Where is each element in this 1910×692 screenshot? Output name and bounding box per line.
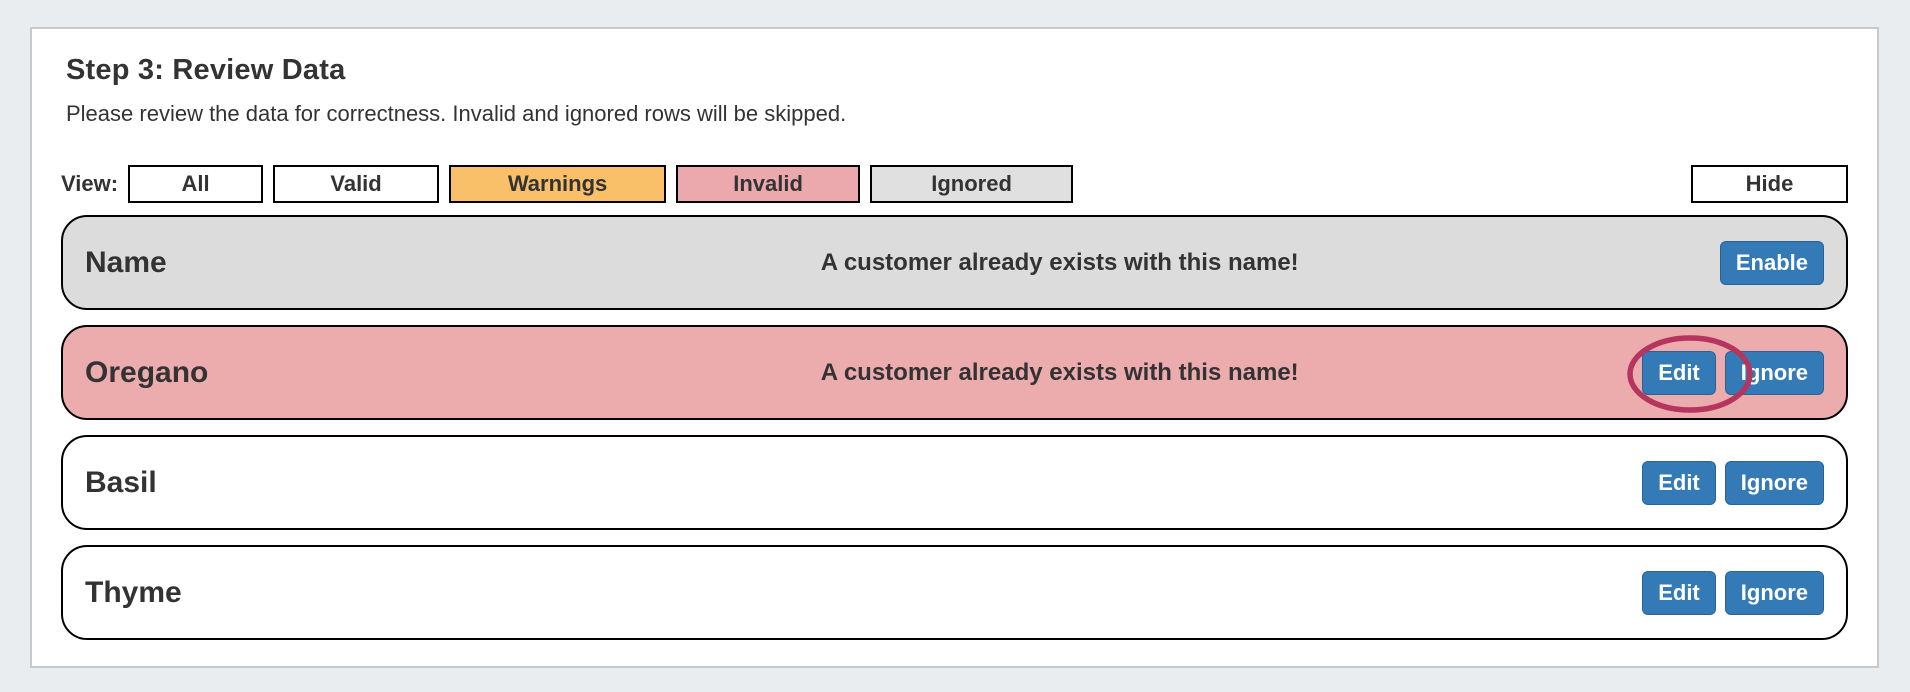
row-message: A customer already exists with this name…: [820, 358, 1299, 386]
enable-button[interactable]: Enable: [1719, 240, 1824, 285]
row-actions: Edit Ignore: [1642, 460, 1824, 505]
view-label: View:: [61, 171, 119, 196]
row-oregano-invalid: Oregano A customer already exists with t…: [61, 325, 1848, 420]
filter-valid-button[interactable]: Valid: [273, 165, 440, 203]
row-thyme-valid: Thyme Edit Ignore: [61, 545, 1848, 640]
page-subtitle: Please review the data for correctness. …: [66, 101, 847, 126]
filter-warnings-button[interactable]: Warnings: [449, 165, 667, 203]
row-label: Thyme: [85, 575, 182, 609]
row-label: Basil: [85, 465, 157, 499]
ignore-button[interactable]: Ignore: [1724, 460, 1824, 505]
ignore-button[interactable]: Ignore: [1724, 570, 1824, 615]
review-panel: Step 3: Review Data Please review the da…: [30, 27, 1879, 668]
ignore-button[interactable]: Ignore: [1724, 350, 1824, 395]
row-actions: Edit Ignore: [1642, 570, 1824, 615]
review-rows: Name A customer already exists with this…: [61, 215, 1848, 640]
filter-ignored-button[interactable]: Ignored: [870, 165, 1074, 203]
row-basil-valid: Basil Edit Ignore: [61, 435, 1848, 530]
row-label: Oregano: [85, 355, 209, 389]
edit-button[interactable]: Edit: [1642, 570, 1716, 615]
row-actions: Enable: [1719, 240, 1824, 285]
row-name-ignored: Name A customer already exists with this…: [61, 215, 1848, 310]
filter-invalid-button[interactable]: Invalid: [676, 165, 861, 203]
hide-button[interactable]: Hide: [1691, 165, 1848, 203]
row-label: Name: [85, 245, 167, 279]
edit-button[interactable]: Edit: [1642, 350, 1716, 395]
row-message: A customer already exists with this name…: [820, 248, 1299, 276]
filter-all-button[interactable]: All: [128, 165, 264, 203]
edit-button[interactable]: Edit: [1642, 460, 1716, 505]
page-title: Step 3: Review Data: [66, 54, 346, 86]
row-actions: Edit Ignore: [1642, 350, 1824, 395]
view-filter-bar: View: All Valid Warnings Invalid Ignored…: [61, 165, 1848, 203]
